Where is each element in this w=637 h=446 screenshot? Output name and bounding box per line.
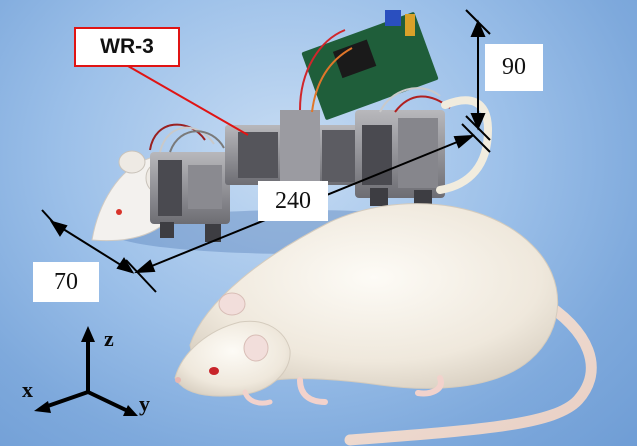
robot-tail <box>436 96 493 194</box>
robot-eye <box>116 209 122 215</box>
head-dimension-label: 70 <box>33 262 99 302</box>
rat-ear <box>243 334 269 362</box>
circuit-board <box>299 10 439 120</box>
coordinate-axes <box>34 326 138 416</box>
z-axis-label: z <box>104 326 114 351</box>
length-dimension-label: 240 <box>258 181 328 221</box>
x-axis-label: x <box>22 377 33 402</box>
robot-rat <box>91 10 493 242</box>
rat-eye <box>209 367 219 375</box>
height-dimension <box>465 9 491 141</box>
rat-ear <box>218 292 246 316</box>
label-leader-line <box>127 65 249 136</box>
white-rat <box>174 203 597 446</box>
y-axis-label: y <box>139 391 150 416</box>
robot-name-label: WR-3 <box>74 27 180 67</box>
height-dimension-label: 90 <box>485 44 543 91</box>
head-dimension <box>41 209 135 274</box>
